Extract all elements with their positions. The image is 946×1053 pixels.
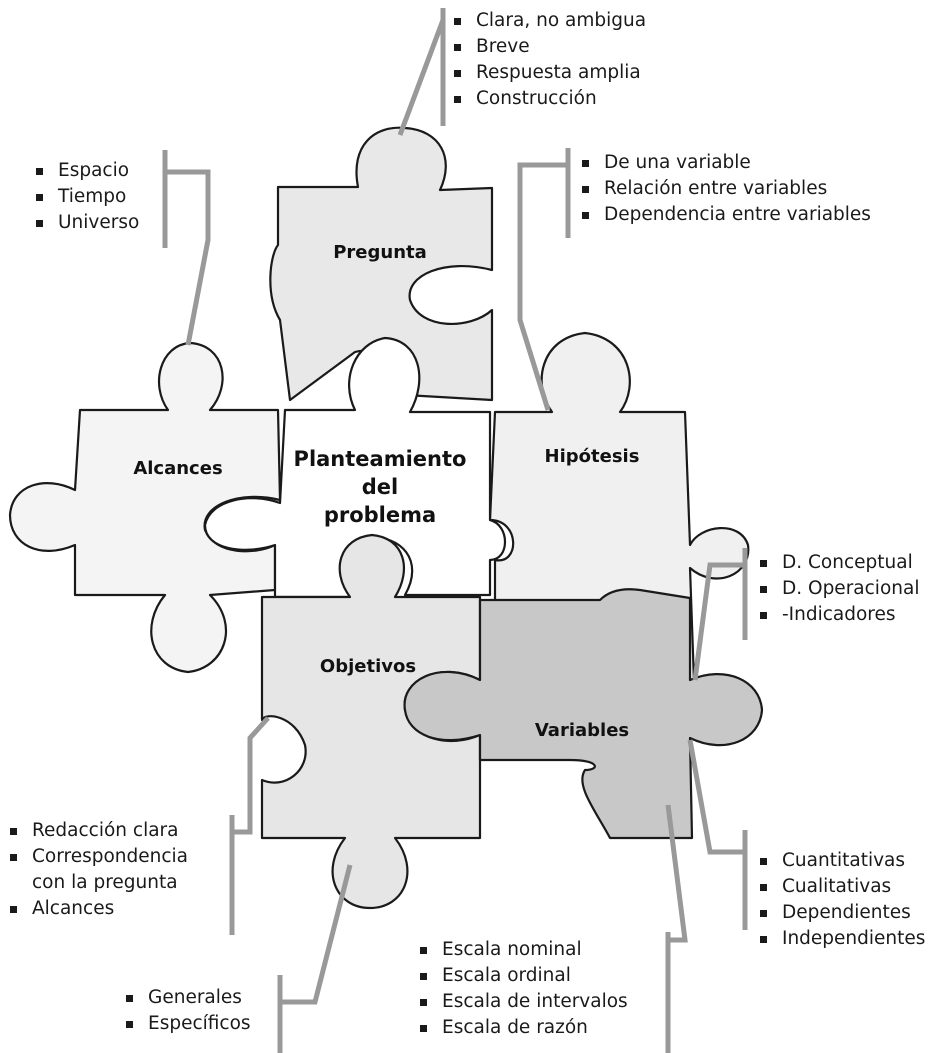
list-item: Generales — [124, 985, 251, 1011]
list-objetivos-redaccion: Redacción clara Correspondencia con la p… — [8, 818, 188, 922]
list-item: Dependientes — [758, 900, 925, 926]
center-title-line2: del — [362, 475, 398, 499]
list-item: -Indicadores — [758, 602, 919, 628]
center-title-line3: problema — [324, 503, 436, 527]
piece-variables — [403, 588, 764, 840]
list-item: D. Operacional — [758, 576, 919, 602]
list-item-continuation: con la pregunta — [32, 872, 178, 893]
label-hipotesis: Hipótesis — [545, 446, 640, 467]
list-item: Cualitativas — [758, 874, 925, 900]
list-item: Cuantitativas — [758, 848, 925, 874]
piece-planteamiento — [203, 336, 506, 599]
list-item: Construcción — [452, 86, 646, 112]
list-item: Tiempo — [34, 184, 139, 210]
list-item: Escala ordinal — [418, 963, 628, 989]
list-objetivos-tipo: Generales Específicos — [124, 985, 251, 1037]
list-item: Relación entre variables — [580, 176, 871, 202]
list-variables-tipo: Cuantitativas Cualitativas Dependientes … — [758, 848, 925, 952]
piece-alcances — [8, 341, 282, 674]
list-item: Redacción clara — [8, 818, 188, 844]
list-alcances: Espacio Tiempo Universo — [34, 158, 139, 236]
label-pregunta: Pregunta — [333, 242, 427, 263]
list-pregunta: Clara, no ambigua Breve Respuesta amplia… — [452, 8, 646, 112]
list-item: Universo — [34, 210, 139, 236]
list-item: D. Conceptual — [758, 550, 919, 576]
list-item: Alcances — [8, 896, 188, 922]
piece-objetivos — [260, 533, 482, 910]
list-variables-definicion: D. Conceptual D. Operacional -Indicadore… — [758, 550, 919, 628]
label-alcances: Alcances — [133, 458, 222, 479]
list-item: Escala nominal — [418, 937, 628, 963]
list-item: Escala de intervalos — [418, 989, 628, 1015]
list-variables-escala: Escala nominal Escala ordinal Escala de … — [418, 937, 628, 1041]
label-variables: Variables — [535, 720, 629, 741]
list-item: Clara, no ambigua — [452, 8, 646, 34]
list-item: Específicos — [124, 1011, 251, 1037]
list-item: Escala de razón — [418, 1015, 628, 1041]
list-item: Espacio — [34, 158, 139, 184]
list-hipotesis: De una variable Relación entre variables… — [580, 150, 871, 228]
list-item: De una variable — [580, 150, 871, 176]
list-item: Breve — [452, 34, 646, 60]
list-item: Dependencia entre variables — [580, 202, 871, 228]
list-item: Respuesta amplia — [452, 60, 646, 86]
list-item: Independientes — [758, 926, 925, 952]
label-objetivos: Objetivos — [320, 656, 416, 677]
center-title-line1: Planteamiento — [294, 447, 467, 471]
list-item: Correspondencia — [8, 844, 188, 870]
